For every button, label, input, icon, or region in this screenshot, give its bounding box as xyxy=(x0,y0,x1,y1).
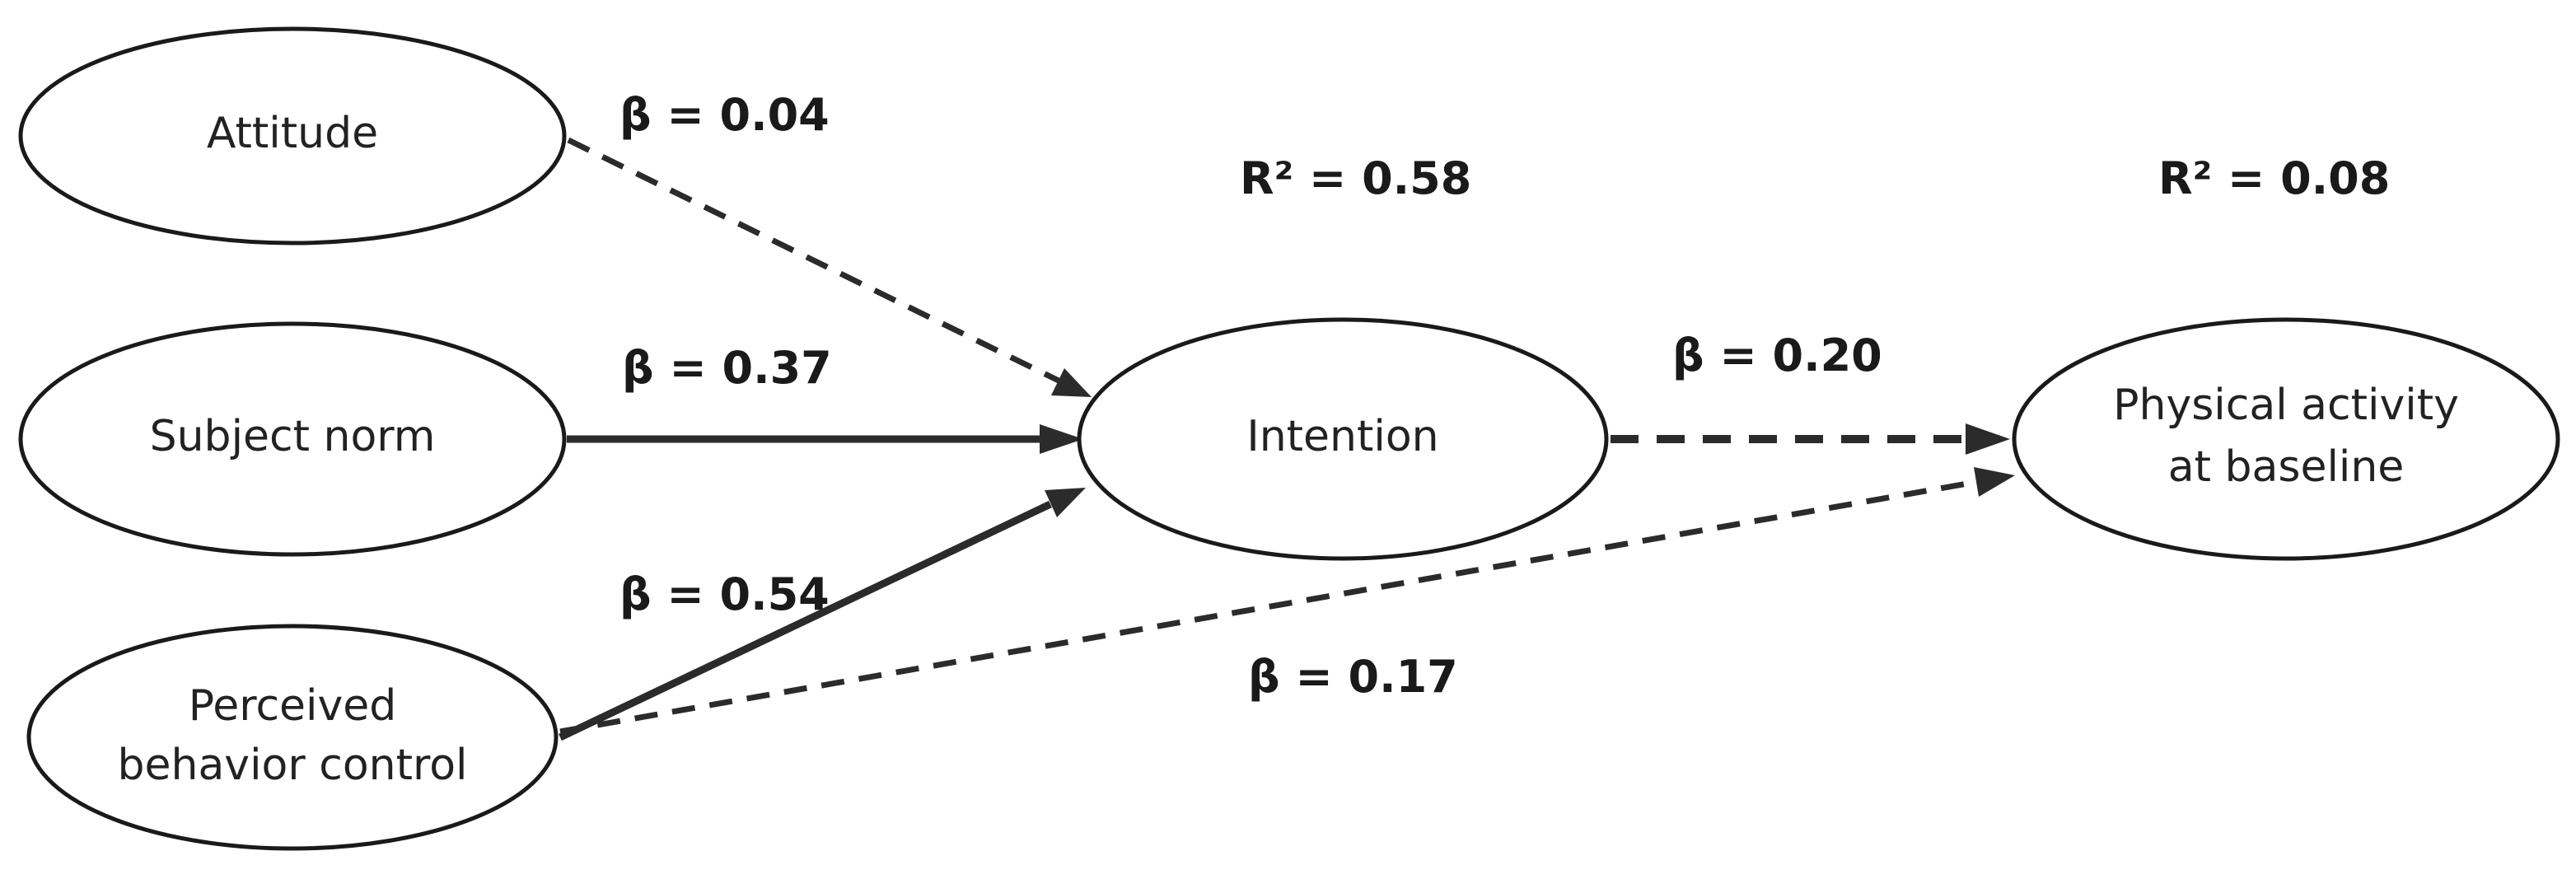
arrowhead-pbc-to-intention xyxy=(1045,488,1086,517)
node-physical-activity-label-line1: Physical activity xyxy=(2113,381,2459,430)
node-intention-label: Intention xyxy=(1246,412,1438,461)
node-intention: Intention xyxy=(1077,317,1609,561)
node-subject-norm: Subject norm xyxy=(18,321,567,557)
arrowhead-subject-norm-to-intention xyxy=(1040,424,1083,454)
edge-pbc-to-intention xyxy=(559,500,1052,741)
arrowhead-attitude-to-intention xyxy=(1051,368,1092,397)
edge-pbc-to-physical-activity xyxy=(559,479,1978,735)
label-attitude-to-intention: β = 0.04 xyxy=(619,89,830,141)
label-pbc-to-physical-activity: β = 0.17 xyxy=(1248,651,1458,703)
arrowhead-intention-to-physical-activity xyxy=(1966,423,2010,455)
label-pbc-to-intention: β = 0.54 xyxy=(619,568,830,620)
node-attitude: Attitude xyxy=(18,26,567,245)
node-attitude-label: Attitude xyxy=(207,109,378,158)
label-subject-norm-to-intention: β = 0.37 xyxy=(622,342,832,394)
node-physical-activity-label-line2: at baseline xyxy=(2168,442,2405,492)
r-squared-physical-activity: R² = 0.08 xyxy=(2158,152,2390,204)
node-pbc-label-line1: Perceived xyxy=(189,681,397,731)
node-pbc-label-line2: behavior control xyxy=(117,741,467,790)
arrowhead-pbc-to-physical-activity xyxy=(1974,467,2015,497)
node-physical-activity: Physical activity at baseline xyxy=(2012,317,2560,561)
node-subject-norm-label: Subject norm xyxy=(150,412,436,461)
label-intention-to-physical-activity: β = 0.20 xyxy=(1672,330,1882,381)
node-perceived-behavior-control: Perceived behavior control xyxy=(26,624,559,851)
r-squared-intention: R² = 0.58 xyxy=(1240,152,1471,204)
edge-attitude-to-intention xyxy=(567,137,1060,384)
